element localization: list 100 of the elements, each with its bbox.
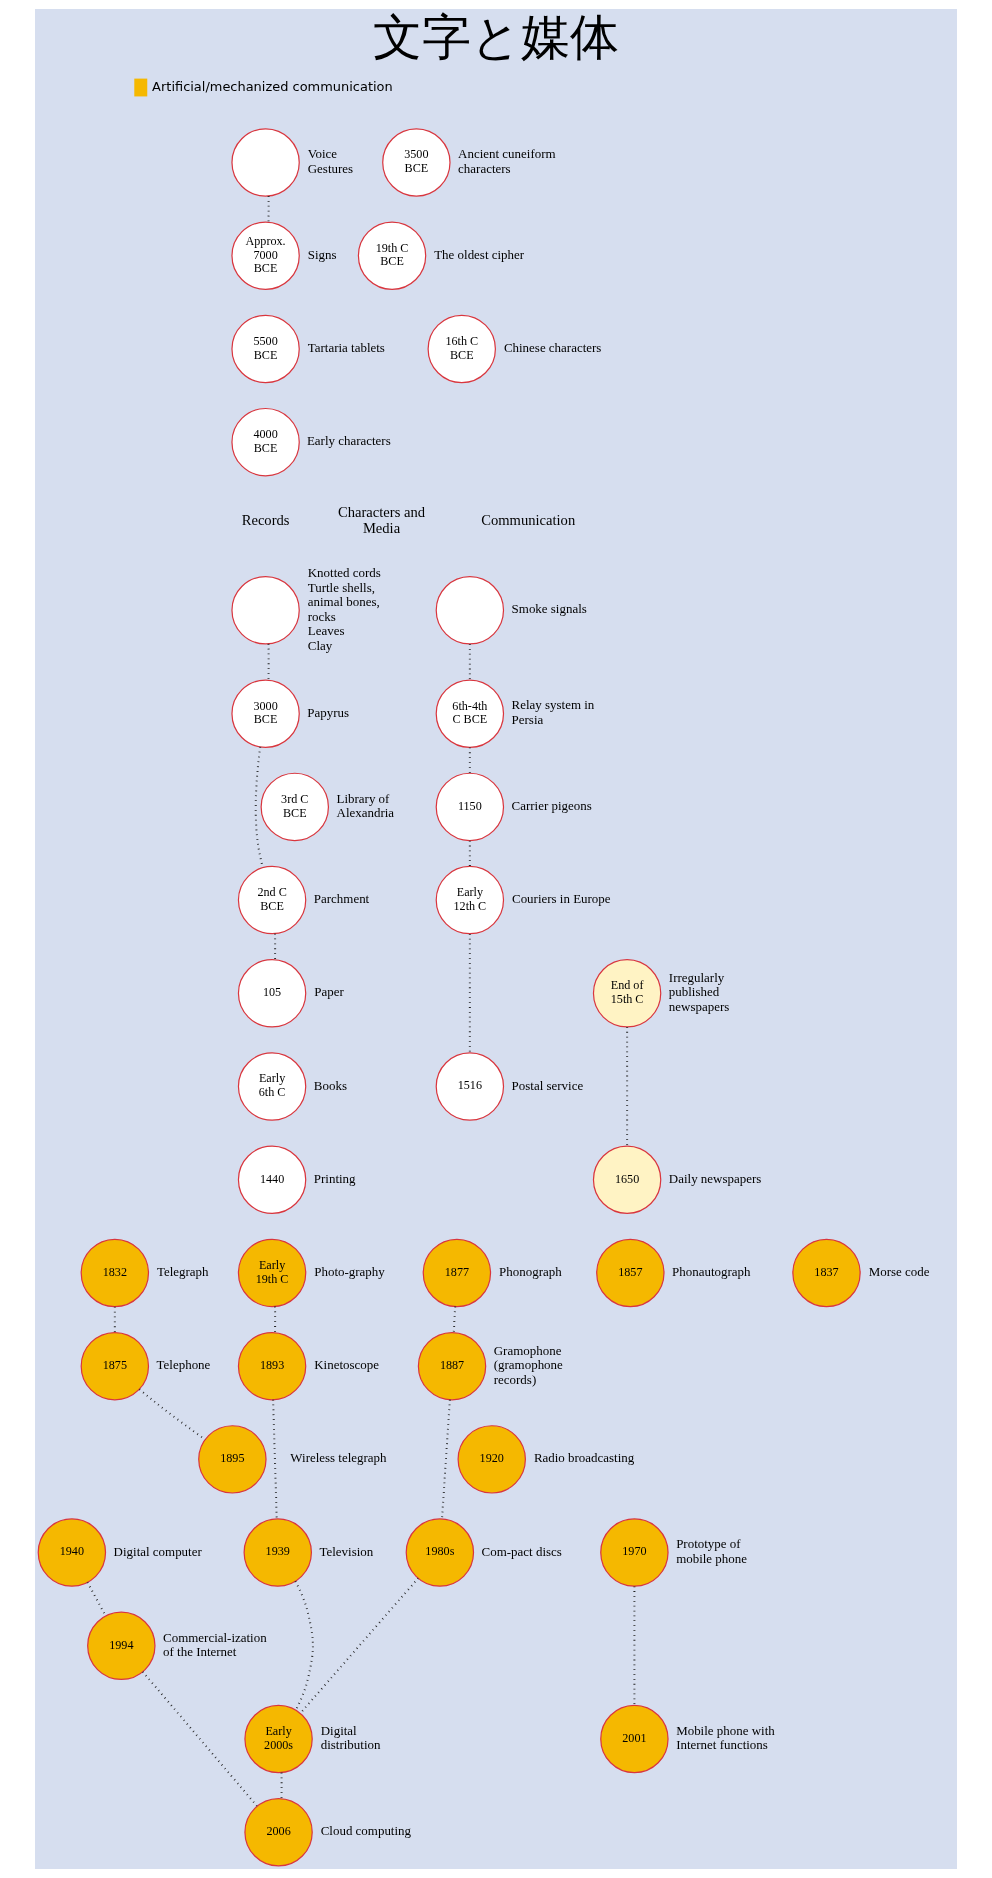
node-circle: 19th C BCE — [357, 221, 427, 290]
connector — [113, 1306, 116, 1333]
node-label: Parchment — [313, 891, 370, 907]
label: Characters and Media — [337, 503, 426, 536]
node-circle: Early 19th C — [237, 1238, 307, 1308]
node-label: Turtle shells, animal bones, rocks — [307, 579, 380, 624]
node-label: Cloud computing — [320, 1823, 412, 1839]
node-circle: 3500 BCE — [382, 128, 451, 197]
node-circle — [435, 576, 505, 645]
diagram-title: 文字と媒体 — [373, 9, 619, 66]
node-circle: 1440 — [237, 1145, 307, 1214]
label: Communication — [481, 511, 576, 528]
node-circle: Approx. 7000 BCE — [231, 221, 300, 290]
connector — [468, 644, 471, 680]
node-label: The oldest cipher — [434, 246, 525, 262]
node-label: Carrier pigeons — [511, 797, 592, 813]
connector — [294, 1580, 314, 1711]
node-label: Clay — [307, 637, 333, 653]
node-circle: 1650 — [592, 1145, 662, 1214]
node-label: Kinetoscope — [314, 1357, 379, 1373]
node-circle: 1980s — [405, 1518, 475, 1587]
node-label: Prototype of mobile phone — [676, 1536, 748, 1566]
node-circle: 105 — [237, 959, 307, 1028]
node-label: Digital distribution — [320, 1722, 381, 1753]
connector — [441, 1399, 451, 1519]
node-label: Relay system in Persia — [511, 697, 595, 728]
node-label: Irregularly published newspapers — [668, 969, 730, 1014]
connector — [267, 196, 270, 223]
node-circle: 16th C BCE — [427, 314, 496, 384]
connector — [142, 1671, 258, 1807]
node-circle — [231, 576, 300, 645]
node-label: Early characters — [306, 433, 391, 449]
node-label: Com-pact discs — [481, 1543, 562, 1559]
node-label: Television — [319, 1543, 374, 1559]
connector — [626, 1027, 629, 1146]
node-label: Couriers in Europe — [512, 891, 611, 907]
connector — [468, 840, 471, 867]
node-label: Gramophone (gramophone records) — [493, 1342, 563, 1387]
node-label: Knotted cords — [307, 564, 381, 580]
node-circle: 1887 — [417, 1331, 487, 1401]
node-label: Chinese characters — [503, 340, 602, 355]
node-circle: 1150 — [435, 772, 505, 842]
node-label: Phonautograph — [672, 1264, 751, 1280]
node-label: Mobile phone with Internet functions — [676, 1722, 775, 1753]
node-circle: Early 6th C — [237, 1052, 307, 1121]
node-circle: 1939 — [243, 1518, 312, 1587]
node-circle: 6th-4th C BCE — [435, 679, 505, 748]
legend-label: Artificial/mechanized communication — [152, 78, 393, 94]
node-label: Ancient cuneiform characters — [458, 146, 556, 176]
node-circle: 2nd C BCE — [237, 865, 307, 935]
node-label: Gestures — [307, 160, 354, 176]
node-label: Paper — [314, 984, 344, 1000]
node-circle: 1875 — [80, 1331, 150, 1401]
node-circle: 1837 — [792, 1238, 861, 1308]
node-label: Telephone — [156, 1357, 211, 1373]
node-label: Library of Alexandria — [336, 790, 395, 821]
node-label: Voice — [307, 146, 338, 162]
node-circle: 1857 — [596, 1238, 665, 1308]
connector — [299, 1577, 419, 1714]
node-label: Postal service — [511, 1077, 584, 1093]
label: Records — [241, 511, 290, 528]
node-label: Printing — [313, 1170, 356, 1186]
node-label: Photo-graphy — [314, 1264, 385, 1280]
node-label: Tartaria tablets — [307, 340, 385, 355]
node-circle: 2001 — [600, 1704, 669, 1774]
node-circle: End of 15th C — [592, 959, 662, 1028]
node-circle: 3rd C BCE — [260, 772, 330, 842]
node-circle: 1832 — [80, 1238, 150, 1308]
connector — [274, 933, 277, 960]
node-circle — [231, 128, 300, 197]
node-label: Leaves — [307, 623, 345, 639]
node-circle: Early 12th C — [435, 865, 505, 935]
node-circle: 2006 — [244, 1798, 313, 1867]
node-label: Wireless telegraph — [290, 1450, 387, 1466]
node-label: Telegraph — [156, 1264, 209, 1280]
node-label: Digital computer — [113, 1543, 202, 1559]
node-label: Signs — [307, 246, 337, 262]
node-circle: 1970 — [600, 1518, 669, 1587]
node-circle: 1895 — [198, 1425, 267, 1494]
node-label: Morse code — [868, 1264, 930, 1280]
node-circle: 1940 — [37, 1518, 107, 1587]
node-label: Phonograph — [499, 1264, 562, 1280]
node-circle: 1516 — [435, 1052, 505, 1121]
connector — [633, 1586, 636, 1706]
node-label: Daily newspapers — [668, 1170, 762, 1186]
node-label: Papyrus — [307, 704, 350, 720]
node-label: Commercial-ization of the Internet — [163, 1629, 267, 1660]
connector — [468, 933, 471, 1053]
node-circle: 1920 — [457, 1425, 526, 1494]
node-circle: Early 2000s — [244, 1704, 313, 1774]
node-label: Smoke signals — [511, 601, 587, 617]
node-circle: 3000 BCE — [231, 679, 300, 748]
node-circle: 4000 BCE — [231, 407, 300, 477]
node-label: Radio broadcasting — [533, 1450, 635, 1466]
node-circle: 5500 BCE — [231, 314, 300, 384]
node-circle: 1877 — [422, 1238, 492, 1308]
node-label: Books — [313, 1077, 347, 1093]
connector — [267, 643, 270, 680]
node-circle: 1994 — [87, 1611, 156, 1681]
node-circle: 1893 — [237, 1331, 307, 1401]
